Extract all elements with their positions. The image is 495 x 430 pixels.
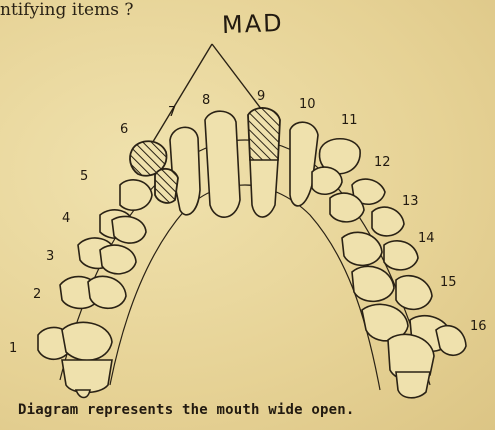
- tooth-number-8: 8: [202, 93, 210, 108]
- tooth-number-1: 1: [9, 341, 17, 356]
- tooth-number-4: 4: [62, 211, 70, 226]
- left-teeth: [38, 180, 152, 398]
- tooth-number-9: 9: [257, 89, 265, 104]
- tooth-8: [205, 111, 240, 217]
- tooth-6b: [155, 169, 178, 203]
- diagram-caption: Diagram represents the mouth wide open.: [18, 402, 488, 418]
- tooth-number-5: 5: [80, 169, 88, 184]
- tooth-number-10: 10: [299, 97, 316, 112]
- tooth-9-root: [250, 160, 278, 217]
- tooth-number-3: 3: [46, 249, 54, 264]
- tooth-number-2: 2: [33, 287, 41, 302]
- tooth-10: [290, 122, 318, 206]
- tooth-number-6: 6: [120, 122, 128, 137]
- tooth-number-7: 7: [168, 105, 176, 120]
- tooth-number-11: 11: [341, 113, 358, 128]
- pointer-line-right: [212, 44, 262, 110]
- tooth-number-13: 13: [402, 194, 419, 209]
- tooth-number-16: 16: [470, 319, 487, 334]
- tooth-number-12: 12: [374, 155, 391, 170]
- upper-front-teeth: [130, 108, 360, 217]
- tooth-number-14: 14: [418, 231, 435, 246]
- tooth-number-15: 15: [440, 275, 457, 290]
